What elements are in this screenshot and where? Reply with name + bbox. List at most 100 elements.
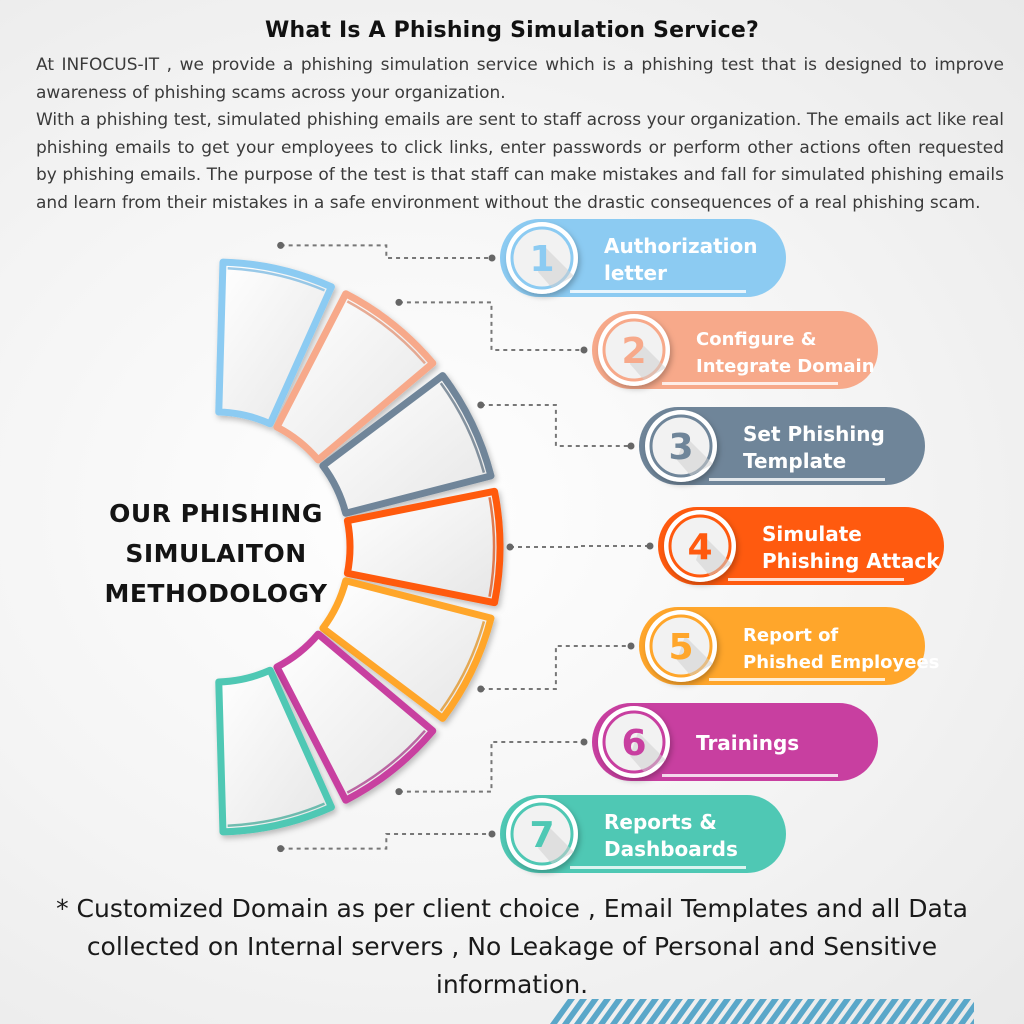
connector-end-dot-5 xyxy=(627,642,635,650)
step-label-line-1-7: Reports & xyxy=(604,810,717,834)
stripe xyxy=(802,999,827,1024)
intro-paragraph-1: At INFOCUS-IT , we provide a phishing si… xyxy=(36,55,1004,103)
footnote: * Customized Domain as per client choice… xyxy=(56,894,968,999)
stripe xyxy=(622,999,647,1024)
step-pill-underline-1 xyxy=(570,290,746,293)
arc-segment-edge-1 xyxy=(227,267,326,292)
connector-end-dot-6 xyxy=(580,738,588,746)
step-pill-underline-3 xyxy=(709,478,885,481)
arc-segment-7 xyxy=(215,666,335,836)
step-5: 5 Report of Phished Employees xyxy=(639,607,939,685)
arc-segment-3 xyxy=(319,372,495,517)
stripe xyxy=(598,999,623,1024)
stripe xyxy=(946,999,971,1024)
stripe xyxy=(682,999,707,1024)
stripe xyxy=(874,999,899,1024)
page-title: What Is A Phishing Simulation Service? xyxy=(265,18,759,43)
connector-start-dot-1 xyxy=(277,241,285,249)
methodology-title-line-3: METHODOLOGY xyxy=(104,579,328,608)
methodology-title: OUR PHISHING SIMULAITON METHODOLOGY xyxy=(86,494,346,614)
step-label-line-1-4: Simulate xyxy=(762,522,862,546)
step-6: 6 Trainings xyxy=(592,703,878,781)
connector-start-dot-4 xyxy=(506,543,514,551)
step-badge-shadow-6 xyxy=(630,732,666,772)
arc-segment-4 xyxy=(343,487,504,607)
connector-3 xyxy=(480,404,631,447)
connector-1 xyxy=(280,244,492,259)
arc-segment-1 xyxy=(215,258,335,428)
step-badge-shadow-1 xyxy=(538,248,574,288)
methodology-title-line-1: OUR PHISHING xyxy=(109,499,323,528)
step-number-1: 1 xyxy=(529,239,554,280)
stripe xyxy=(754,999,779,1024)
stripe xyxy=(850,999,875,1024)
arc-segment-edge-4 xyxy=(488,497,496,597)
stripe xyxy=(922,999,947,1024)
step-label-line-1-6: Trainings xyxy=(696,731,799,755)
step-number-5: 5 xyxy=(668,627,693,668)
connector-6 xyxy=(398,741,584,793)
stripe xyxy=(862,999,887,1024)
methodology-title-line-2: SIMULAITON xyxy=(125,539,307,568)
stripe xyxy=(886,999,911,1024)
stripe xyxy=(898,999,923,1024)
connector-start-dot-7 xyxy=(277,845,285,853)
stripe xyxy=(934,999,959,1024)
stripe xyxy=(670,999,695,1024)
stripe xyxy=(910,999,935,1024)
step-pill-underline-2 xyxy=(662,382,838,385)
step-badge-shadow-5 xyxy=(677,636,713,676)
step-label-line-2-5: Phished Employees xyxy=(743,652,939,673)
stripe xyxy=(586,999,611,1024)
step-1: 1 Authorization letter xyxy=(500,219,786,297)
step-badge-shadow-3 xyxy=(677,436,713,476)
stripe xyxy=(730,999,755,1024)
step-badge-shadow-7 xyxy=(538,824,574,864)
stripe xyxy=(574,999,599,1024)
step-pill-underline-4 xyxy=(728,578,904,581)
intro-text: At INFOCUS-IT , we provide a phishing si… xyxy=(36,52,1004,217)
step-label-line-2-4: Phishing Attack xyxy=(762,549,940,573)
step-number-4: 4 xyxy=(687,527,712,568)
step-label-line-1-1: Authorization xyxy=(604,234,758,258)
arc-segment-6 xyxy=(273,630,437,804)
connector-start-dot-5 xyxy=(477,685,485,693)
stripe xyxy=(790,999,815,1024)
connector-4 xyxy=(510,545,650,548)
arc-segment-edge-6 xyxy=(346,729,426,794)
stripe xyxy=(742,999,767,1024)
stripe xyxy=(838,999,863,1024)
stripe xyxy=(634,999,659,1024)
stripe xyxy=(610,999,635,1024)
arc-segment-2 xyxy=(273,290,437,464)
step-badge-shadow-4 xyxy=(696,536,732,576)
connector-start-dot-2 xyxy=(395,298,403,306)
stripe xyxy=(706,999,731,1024)
step-number-6: 6 xyxy=(621,723,646,764)
step-label-line-1-3: Set Phishing xyxy=(743,422,885,446)
arc-segment-edge-2 xyxy=(346,300,426,365)
arc-segment-5 xyxy=(319,577,495,722)
step-label-line-2-1: letter xyxy=(604,261,667,285)
stripe xyxy=(562,999,587,1024)
connector-end-dot-3 xyxy=(627,442,635,450)
step-label-line-2-7: Dashboards xyxy=(604,837,738,861)
stripe xyxy=(814,999,839,1024)
connector-2 xyxy=(398,301,584,351)
step-pill-underline-6 xyxy=(662,774,838,777)
decorative-stripes xyxy=(550,999,974,1024)
arc-segment-edge-3 xyxy=(439,382,486,473)
connector-5 xyxy=(480,645,631,690)
connectors xyxy=(277,241,654,853)
step-pill-underline-5 xyxy=(709,678,885,681)
step-number-2: 2 xyxy=(621,331,646,372)
step-label-line-1-5: Report of xyxy=(743,625,838,646)
intro-paragraph-2: With a phishing test, simulated phishing… xyxy=(36,110,1004,213)
arc-segment-edge-5 xyxy=(439,621,486,712)
stripe xyxy=(826,999,851,1024)
